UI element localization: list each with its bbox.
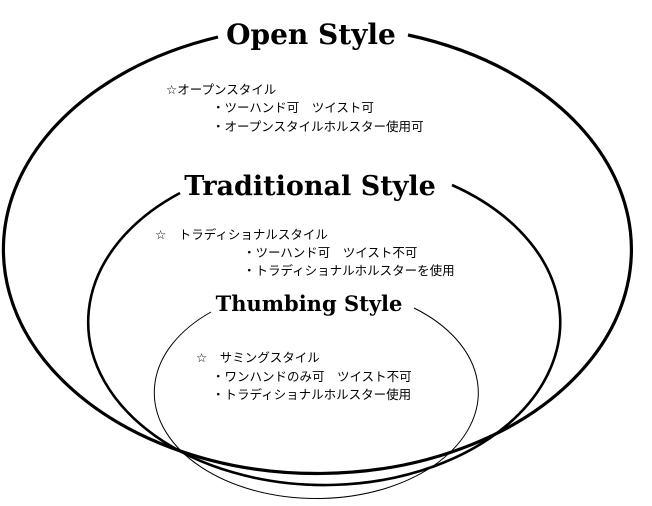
- open-style-ellipse: [1, 33, 633, 476]
- open-style-heading: ☆オープンスタイル: [166, 82, 276, 97]
- open-style-title: Open Style: [226, 18, 396, 51]
- traditional-style-item: ・トラディショナルホルスターを使用: [243, 263, 455, 278]
- thumbing-style-item: ・ワンハンドのみ可 ツイスト不可: [212, 369, 412, 384]
- traditional-style-title: Traditional Style: [184, 171, 436, 202]
- open-style-item: ・ツーハンド可 ツイスト可: [212, 100, 374, 115]
- open-style-item: ・オープンスタイルホルスター使用可: [212, 119, 424, 134]
- traditional-style-ellipse: [86, 183, 562, 487]
- thumbing-style-heading: ☆ サミングスタイル: [196, 350, 320, 365]
- traditional-style-heading: ☆ トラディショナルスタイル: [155, 227, 328, 242]
- thumbing-style-title: Thumbing Style: [216, 291, 403, 316]
- thumbing-style-item: ・トラディショナルホルスター使用: [212, 387, 411, 402]
- traditional-style-item: ・ツーハンド可 ツイスト不可: [243, 245, 417, 260]
- thumbing-style-ellipse: [153, 307, 479, 500]
